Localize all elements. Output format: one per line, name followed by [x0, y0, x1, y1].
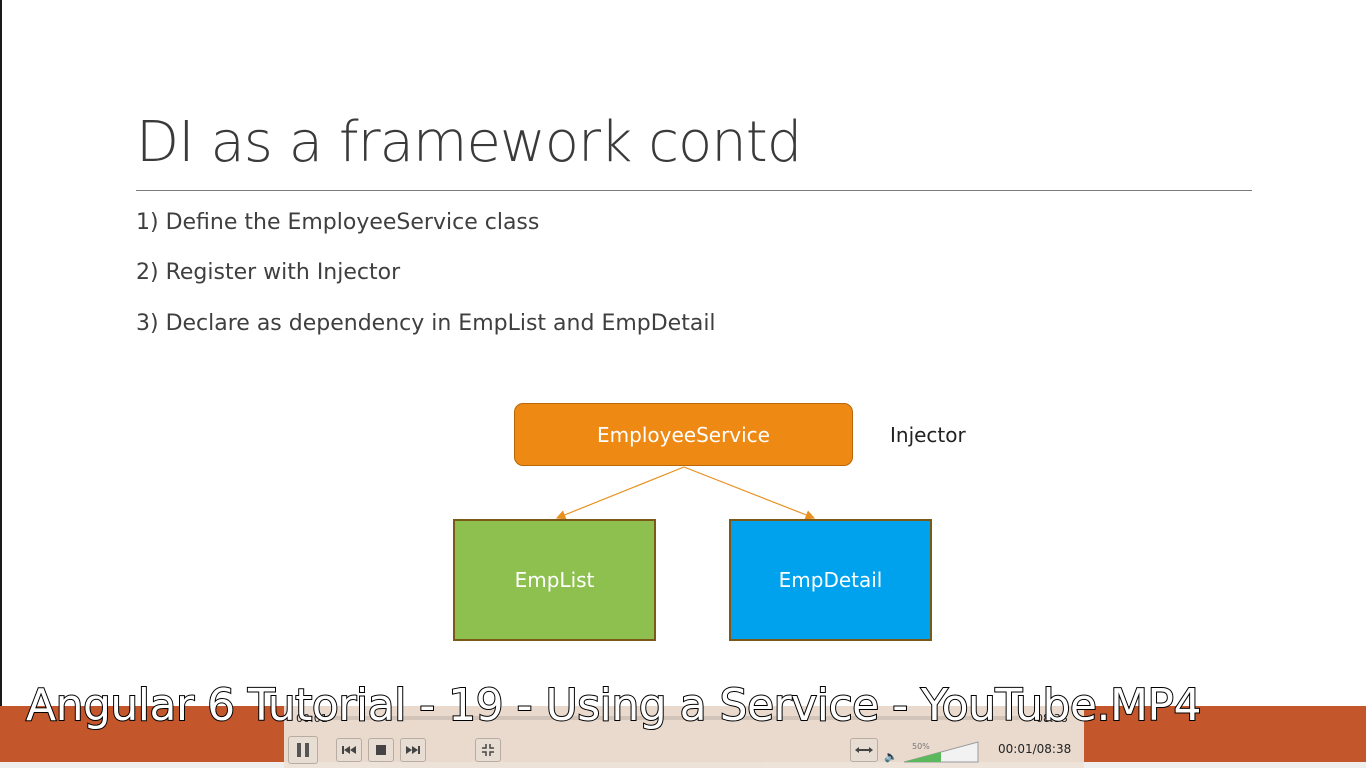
speaker-icon[interactable]: 🔈 — [884, 750, 898, 763]
emplist-box: EmpList — [453, 519, 656, 641]
stop-button[interactable] — [368, 738, 394, 762]
next-button[interactable] — [400, 738, 426, 762]
volume-level — [904, 752, 941, 762]
left-edge — [0, 0, 2, 768]
arrow-to-emplist — [555, 466, 685, 520]
video-title-overlay: Angular 6 Tutorial - 19 - Using a Servic… — [25, 679, 1202, 732]
slide-title: DI as a framework contd — [136, 110, 802, 175]
volume-slider[interactable] — [904, 740, 980, 764]
seek-progress — [330, 716, 332, 720]
skip-next-icon — [406, 746, 420, 754]
aspect-ratio-icon — [855, 747, 873, 753]
total-time: 08:38 — [1036, 712, 1068, 725]
bullet-2: 2) Register with Injector — [136, 260, 401, 285]
bullet-3: 3) Declare as dependency in EmpList and … — [136, 311, 716, 336]
time-display: 00:01/08:38 — [998, 742, 1072, 756]
media-player-controls: 00:01 08:38 🔈 50% 00:01/08:38 — [284, 706, 1084, 768]
employee-service-box: EmployeeService — [514, 403, 853, 466]
skip-previous-icon — [342, 746, 356, 754]
exit-fullscreen-icon — [482, 744, 494, 756]
seek-bar[interactable] — [330, 716, 1020, 720]
arrow-to-empdetail — [683, 466, 816, 520]
title-divider — [136, 190, 1252, 191]
current-time: 00:01 — [296, 712, 328, 725]
bullet-1: 1) Define the EmployeeService class — [136, 210, 540, 235]
empdetail-box: EmpDetail — [729, 519, 932, 641]
fullscreen-toggle-button[interactable] — [475, 738, 501, 762]
volume-percent: 50% — [912, 742, 930, 751]
previous-button[interactable] — [336, 738, 362, 762]
pause-icon — [297, 743, 309, 757]
injector-label: Injector — [890, 423, 966, 447]
aspect-ratio-button[interactable] — [850, 738, 878, 762]
pause-button[interactable] — [288, 736, 318, 764]
stop-icon — [376, 745, 386, 755]
